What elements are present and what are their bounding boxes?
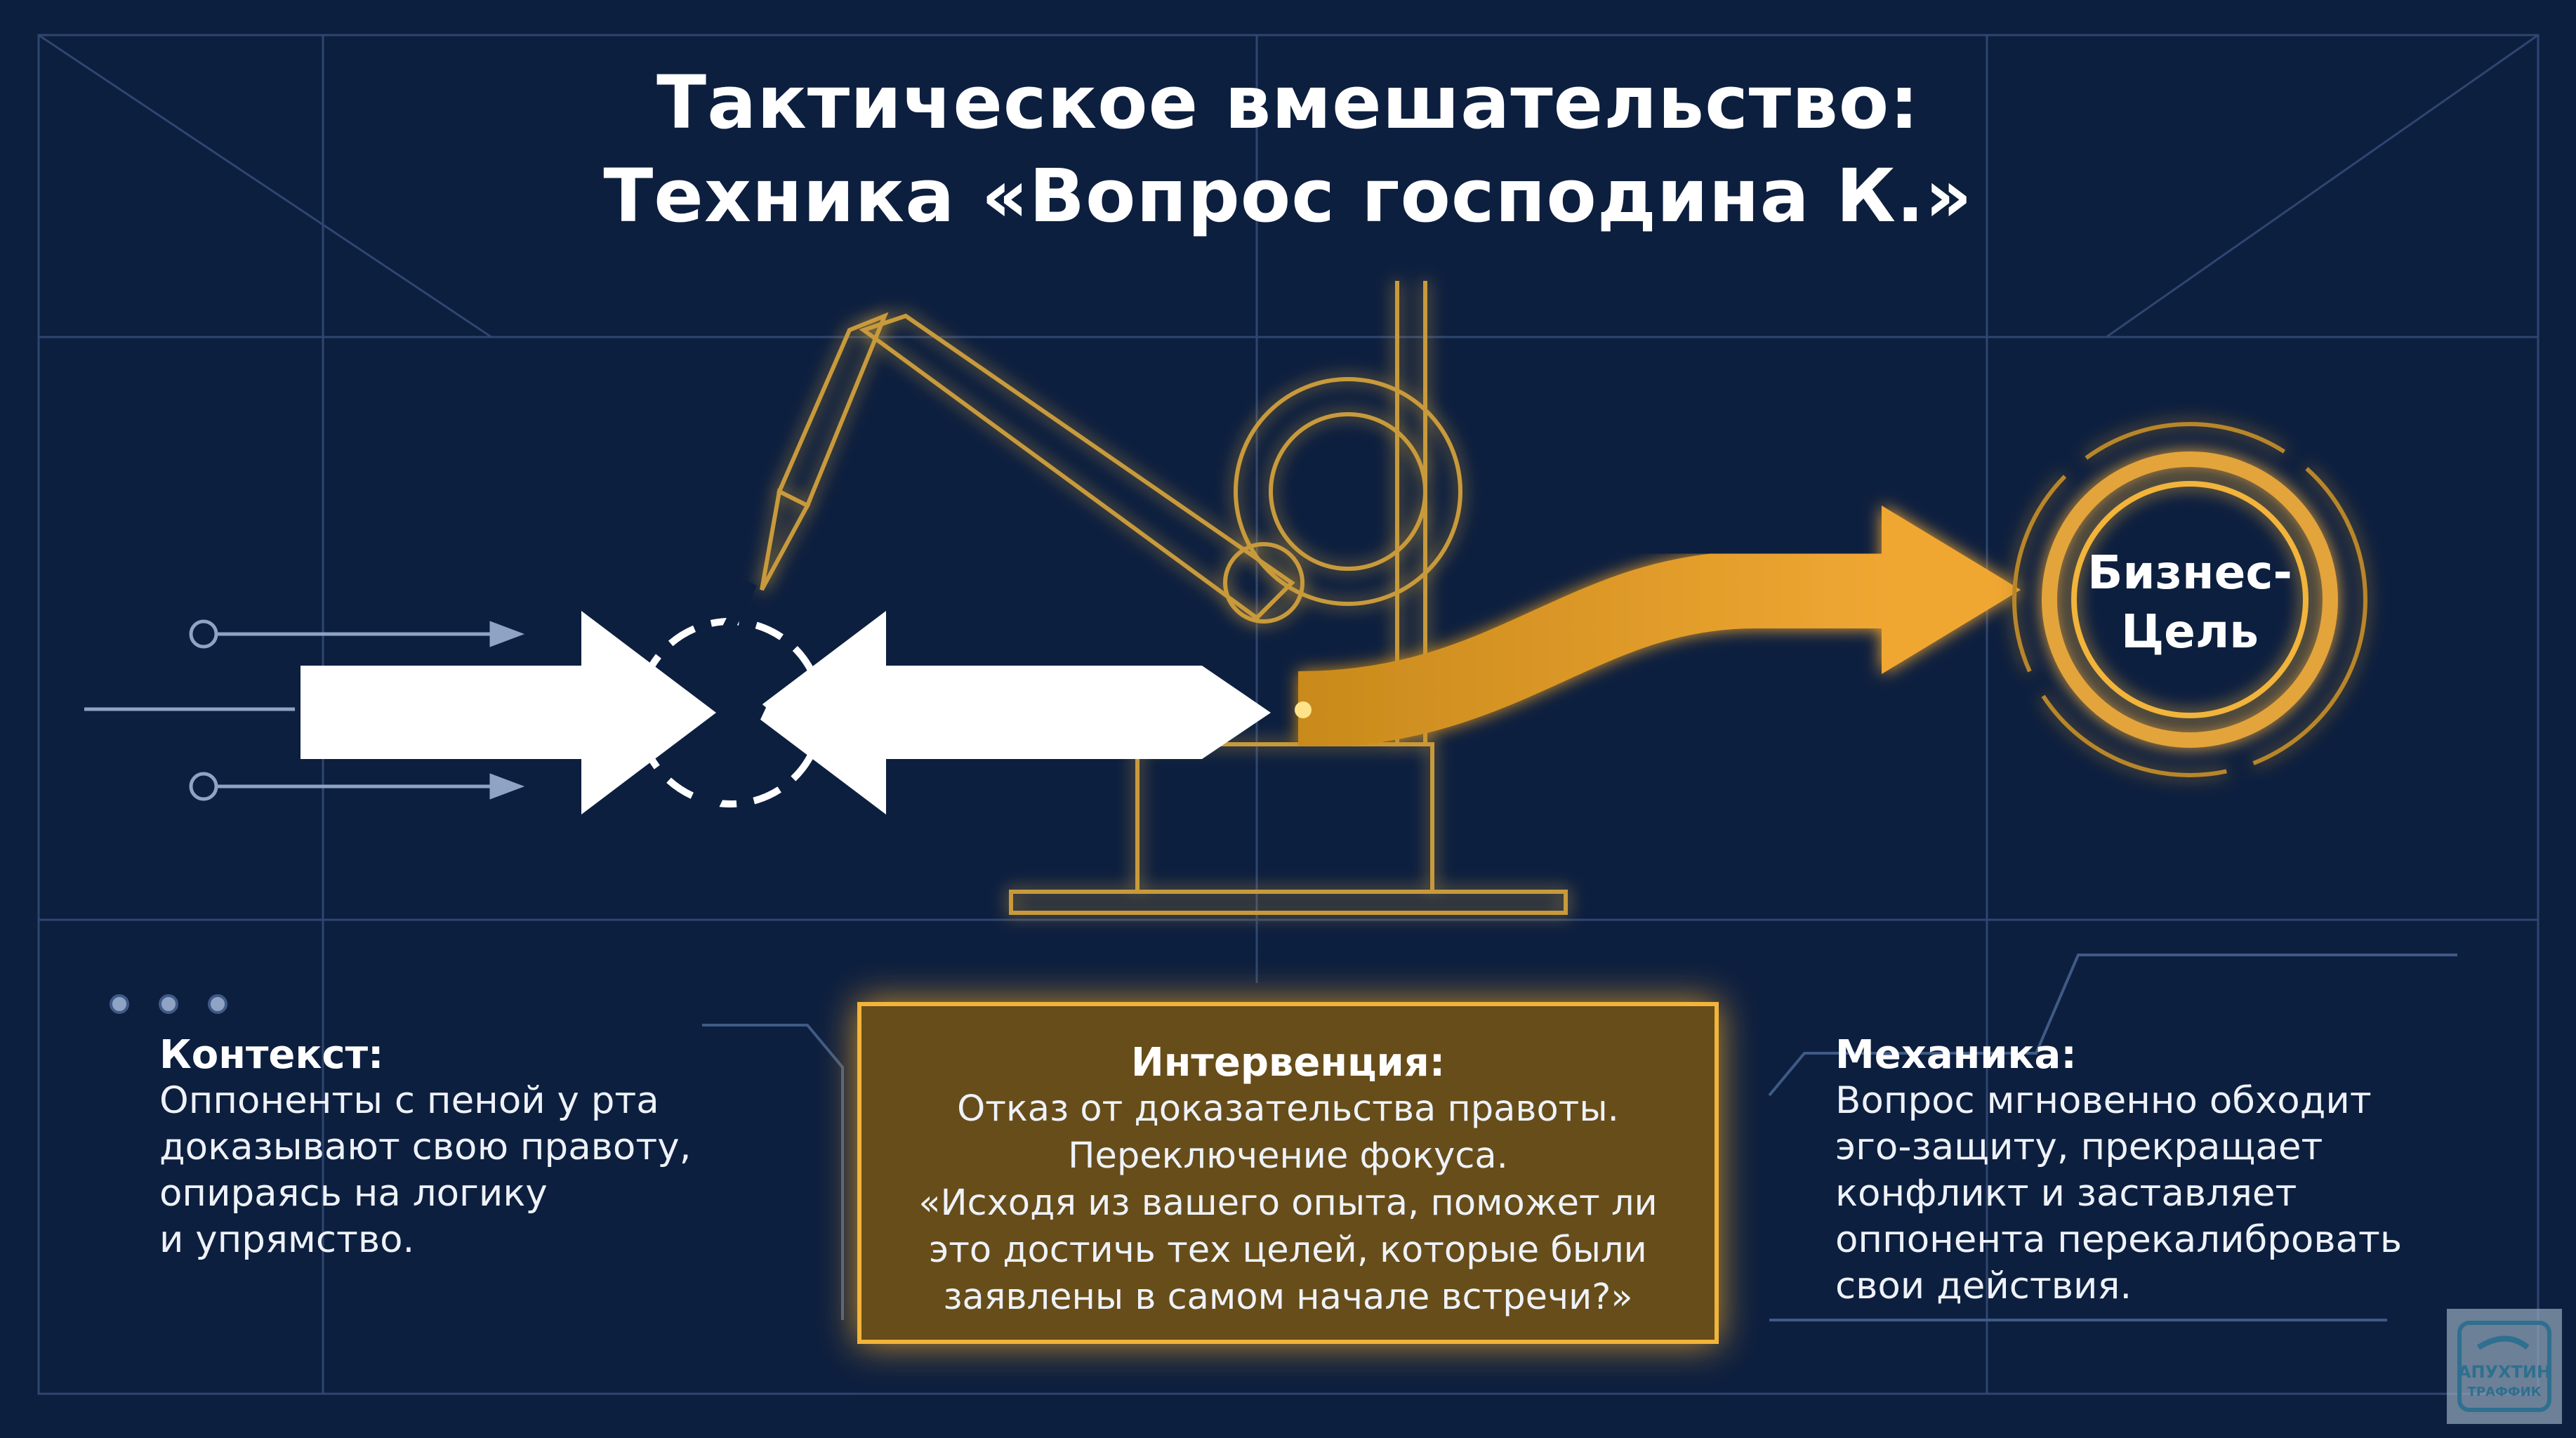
mechanics-line: конфликт и заставляет xyxy=(1835,1172,2297,1215)
clash-arrows xyxy=(300,611,1271,814)
context-line: и упрямство. xyxy=(159,1218,415,1261)
context-line: доказывают свою правоту, xyxy=(159,1126,692,1168)
goal-arrowhead xyxy=(1882,506,2021,674)
circuit-decor xyxy=(110,954,2457,1321)
intervention-line: «Исходя из вашего опыта, поможет ли xyxy=(918,1182,1658,1224)
intervention-line: Отказ от доказательства правоты. xyxy=(957,1088,1619,1130)
svg-text:ТРАФФИК: ТРАФФИК xyxy=(2468,1385,2542,1399)
title-line-1: Тактическое вмешательство: xyxy=(656,60,1920,145)
robot-arm xyxy=(760,281,1568,915)
mechanics-line: Вопрос мгновенно обходит xyxy=(1835,1079,2372,1122)
mechanics-line: свои действия. xyxy=(1835,1265,2132,1307)
goal-arrow xyxy=(1297,551,1896,748)
input-lines xyxy=(84,619,525,801)
mechanics-line: эго-защиту, прекращает xyxy=(1835,1126,2323,1168)
title-line-2: Техника «Вопрос господина К.» xyxy=(603,153,1973,239)
mechanics-panel: Механика: Вопрос мгновенно обходит эго-з… xyxy=(1835,1032,2467,1310)
watermark-logo: АПУХТИН ТРАФФИК xyxy=(2447,1309,2562,1424)
blueprint-grid xyxy=(37,34,2539,1395)
context-heading: Контекст: xyxy=(159,1032,384,1078)
goal-line-2: Цель xyxy=(2120,605,2259,659)
intervention-heading: Интервенция: xyxy=(1130,1040,1446,1086)
broken-gear-icon xyxy=(635,579,825,831)
context-line: опираясь на логику xyxy=(159,1172,548,1215)
intervention-line: заявлены в самом начале встречи?» xyxy=(943,1277,1633,1318)
intervention-line: Переключение фокуса. xyxy=(1068,1135,1508,1177)
target-icon xyxy=(2012,422,2367,777)
intervention-panel: Интервенция: Отказ от доказательства пра… xyxy=(857,1002,1719,1344)
context-line: Оппоненты с пеной у рта xyxy=(159,1079,659,1122)
business-goal-label: Бизнес- Цель xyxy=(2049,543,2330,661)
svg-text:АПУХТИН: АПУХТИН xyxy=(2458,1362,2551,1382)
intervention-line: это достичь тех целей, которые были xyxy=(929,1229,1647,1271)
goal-line-1: Бизнес- xyxy=(2087,546,2292,600)
context-panel: Контекст: Оппоненты с пеной у рта доказы… xyxy=(159,1032,763,1263)
mechanics-heading: Механика: xyxy=(1835,1032,2077,1078)
mechanics-line: оппонента перекалибровать xyxy=(1835,1218,2403,1261)
